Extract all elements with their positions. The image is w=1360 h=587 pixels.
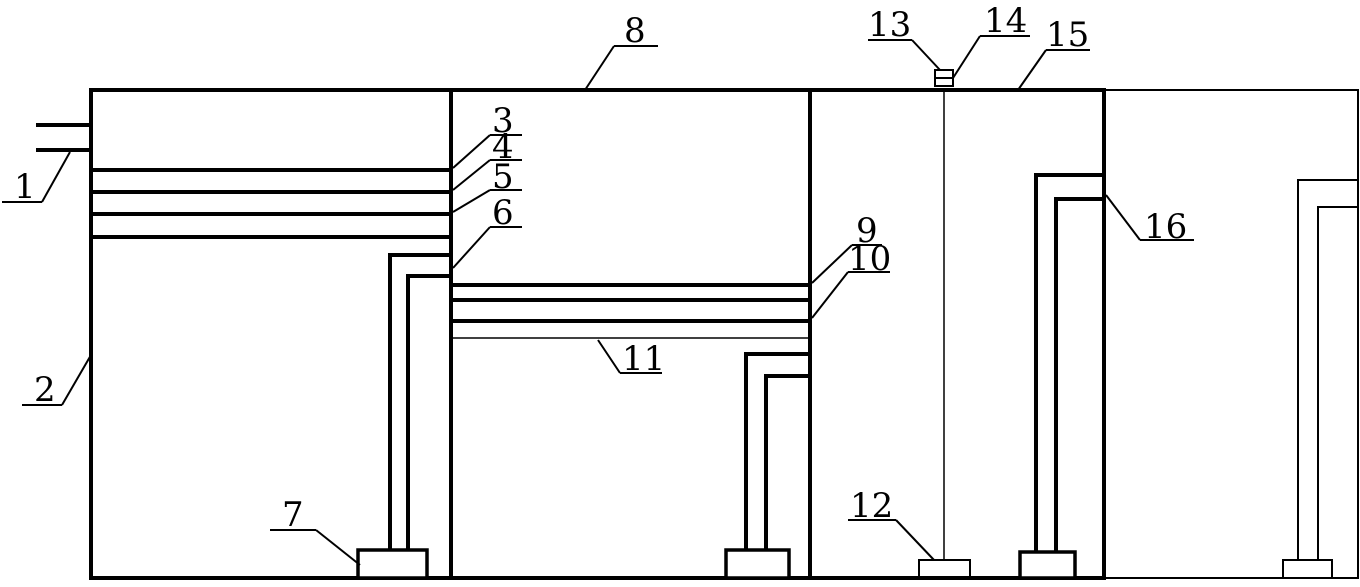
pump-tank-3 <box>1018 550 1077 580</box>
label-7: 7 <box>282 495 304 535</box>
tank-2-pipe-outer <box>744 352 810 550</box>
label-15: 15 <box>1046 15 1089 55</box>
label-12: 12 <box>850 486 893 526</box>
tank-3-pipe-outer <box>1034 173 1104 552</box>
tank-4-pipe-outer <box>1297 179 1358 560</box>
labels: 1 2 3 4 5 6 7 8 9 10 11 12 13 14 15 16 <box>14 1 1187 535</box>
tank-1 <box>36 88 453 580</box>
leader-1 <box>41 151 71 203</box>
tank-2 <box>449 88 812 580</box>
label-1: 1 <box>14 167 36 207</box>
leader-5 <box>452 189 491 213</box>
label-2: 2 <box>34 370 56 410</box>
label-10: 10 <box>848 239 891 279</box>
label-13: 13 <box>868 5 911 45</box>
label-3: 3 <box>492 101 514 141</box>
leader-13 <box>911 39 941 71</box>
leader-11 <box>597 339 621 374</box>
tank-3 <box>808 69 1106 580</box>
tank-4 <box>1104 89 1359 579</box>
leader-16 <box>1105 194 1141 241</box>
label-9: 9 <box>856 211 878 251</box>
leader-14 <box>952 35 981 79</box>
label-14: 14 <box>984 1 1027 41</box>
pump-tank-4 <box>1282 559 1333 579</box>
label-6: 6 <box>492 193 514 233</box>
riser-pipe-outer <box>388 253 451 550</box>
leader-4 <box>452 159 491 191</box>
leader-8 <box>584 45 615 91</box>
leader-lines <box>2 35 1194 566</box>
leader-15 <box>1017 49 1047 91</box>
label-11: 11 <box>622 339 665 379</box>
tank-4-pipe-inner <box>1317 206 1358 560</box>
pump-tank-2 <box>724 548 791 580</box>
tank-3-pipe-inner <box>1054 197 1104 552</box>
tank-1-outline <box>89 88 453 580</box>
leader-2 <box>61 354 92 406</box>
leader-10 <box>811 271 849 319</box>
leader-6 <box>452 226 491 269</box>
tank-4-outline <box>1104 89 1359 579</box>
label-16: 16 <box>1144 207 1187 247</box>
leader-3 <box>452 134 491 169</box>
label-8: 8 <box>624 11 646 51</box>
riser-pipe-inner <box>406 274 451 550</box>
leader-7 <box>315 529 361 566</box>
tank-2-pipe-inner <box>764 374 810 550</box>
label-4: 4 <box>492 127 514 167</box>
leader-9 <box>811 244 853 284</box>
pump-7 <box>356 548 429 580</box>
leader-12 <box>895 519 935 561</box>
label-5: 5 <box>492 157 514 197</box>
aerator-12 <box>918 559 971 579</box>
